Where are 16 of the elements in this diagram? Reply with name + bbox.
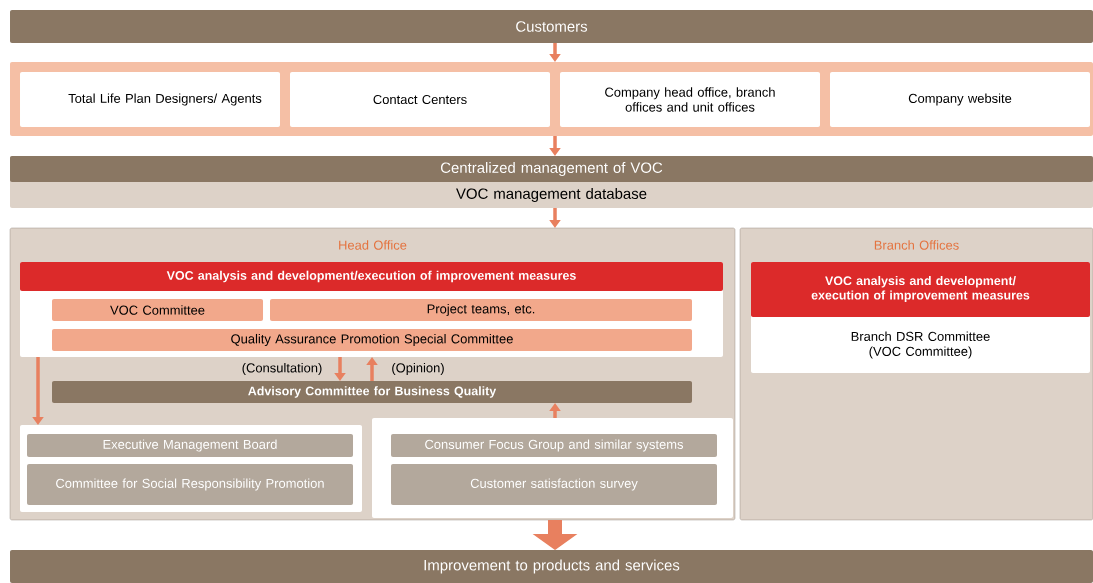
channel-box: Total Life Plan Designers/ Agents [20,72,280,127]
committee-box: Project teams, etc. [270,299,692,321]
committee-card: VOC analysis and development/ execution of improvement measures Branch DSR Committee (VOC Committee) [751,262,1090,373]
survey-box: Customer satisfaction survey [391,464,717,505]
banner: Customers [10,10,1093,43]
survey-box: Consumer Focus Group and similar systems [391,434,717,457]
banner: Improvement to products and services [10,550,1093,583]
committee-box: VOC Committee [52,299,263,321]
committee-box: Advisory Committee for Business Quality [52,381,692,403]
committee-box: Committee for Social Responsibility Promotion [27,464,353,505]
channel-box: Company head office, branch offices and unit offices [560,72,820,127]
channel-box: Company website [830,72,1090,127]
committee-box: Quality Assurance Promotion Special Committee [52,329,692,351]
channel-box: Contact Centers [290,72,550,127]
committee-box: Executive Management Board [27,434,353,457]
banner: Centralized management of VOC VOC management database [10,156,1093,208]
